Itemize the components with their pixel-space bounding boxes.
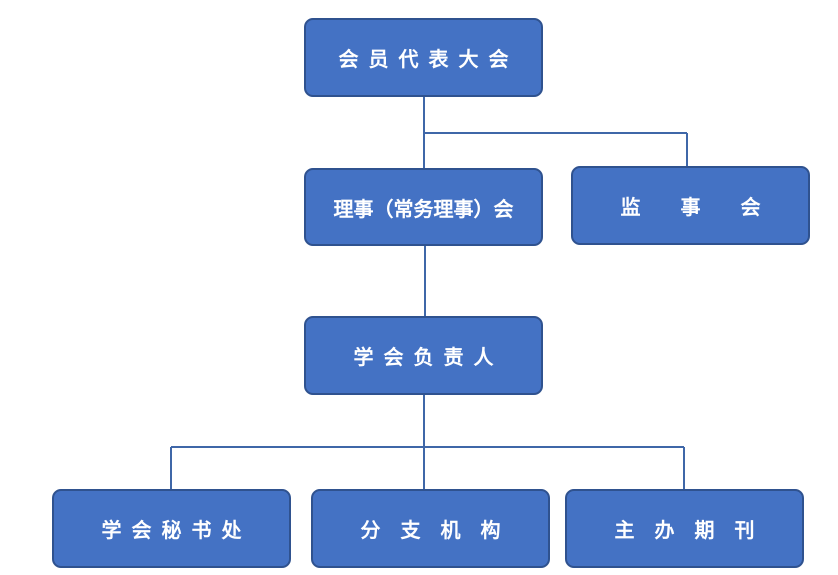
node-periodicals: 主 办 期 刊: [565, 489, 804, 568]
node-member-assembly: 会员代表大会: [304, 18, 543, 97]
node-branches: 分 支 机 构: [311, 489, 550, 568]
node-supervisors: 监 事 会: [571, 166, 810, 245]
node-society-leader: 学会负责人: [304, 316, 543, 395]
node-council: 理事（常务理事）会: [304, 168, 543, 246]
node-secretariat: 学会秘书处: [52, 489, 291, 568]
